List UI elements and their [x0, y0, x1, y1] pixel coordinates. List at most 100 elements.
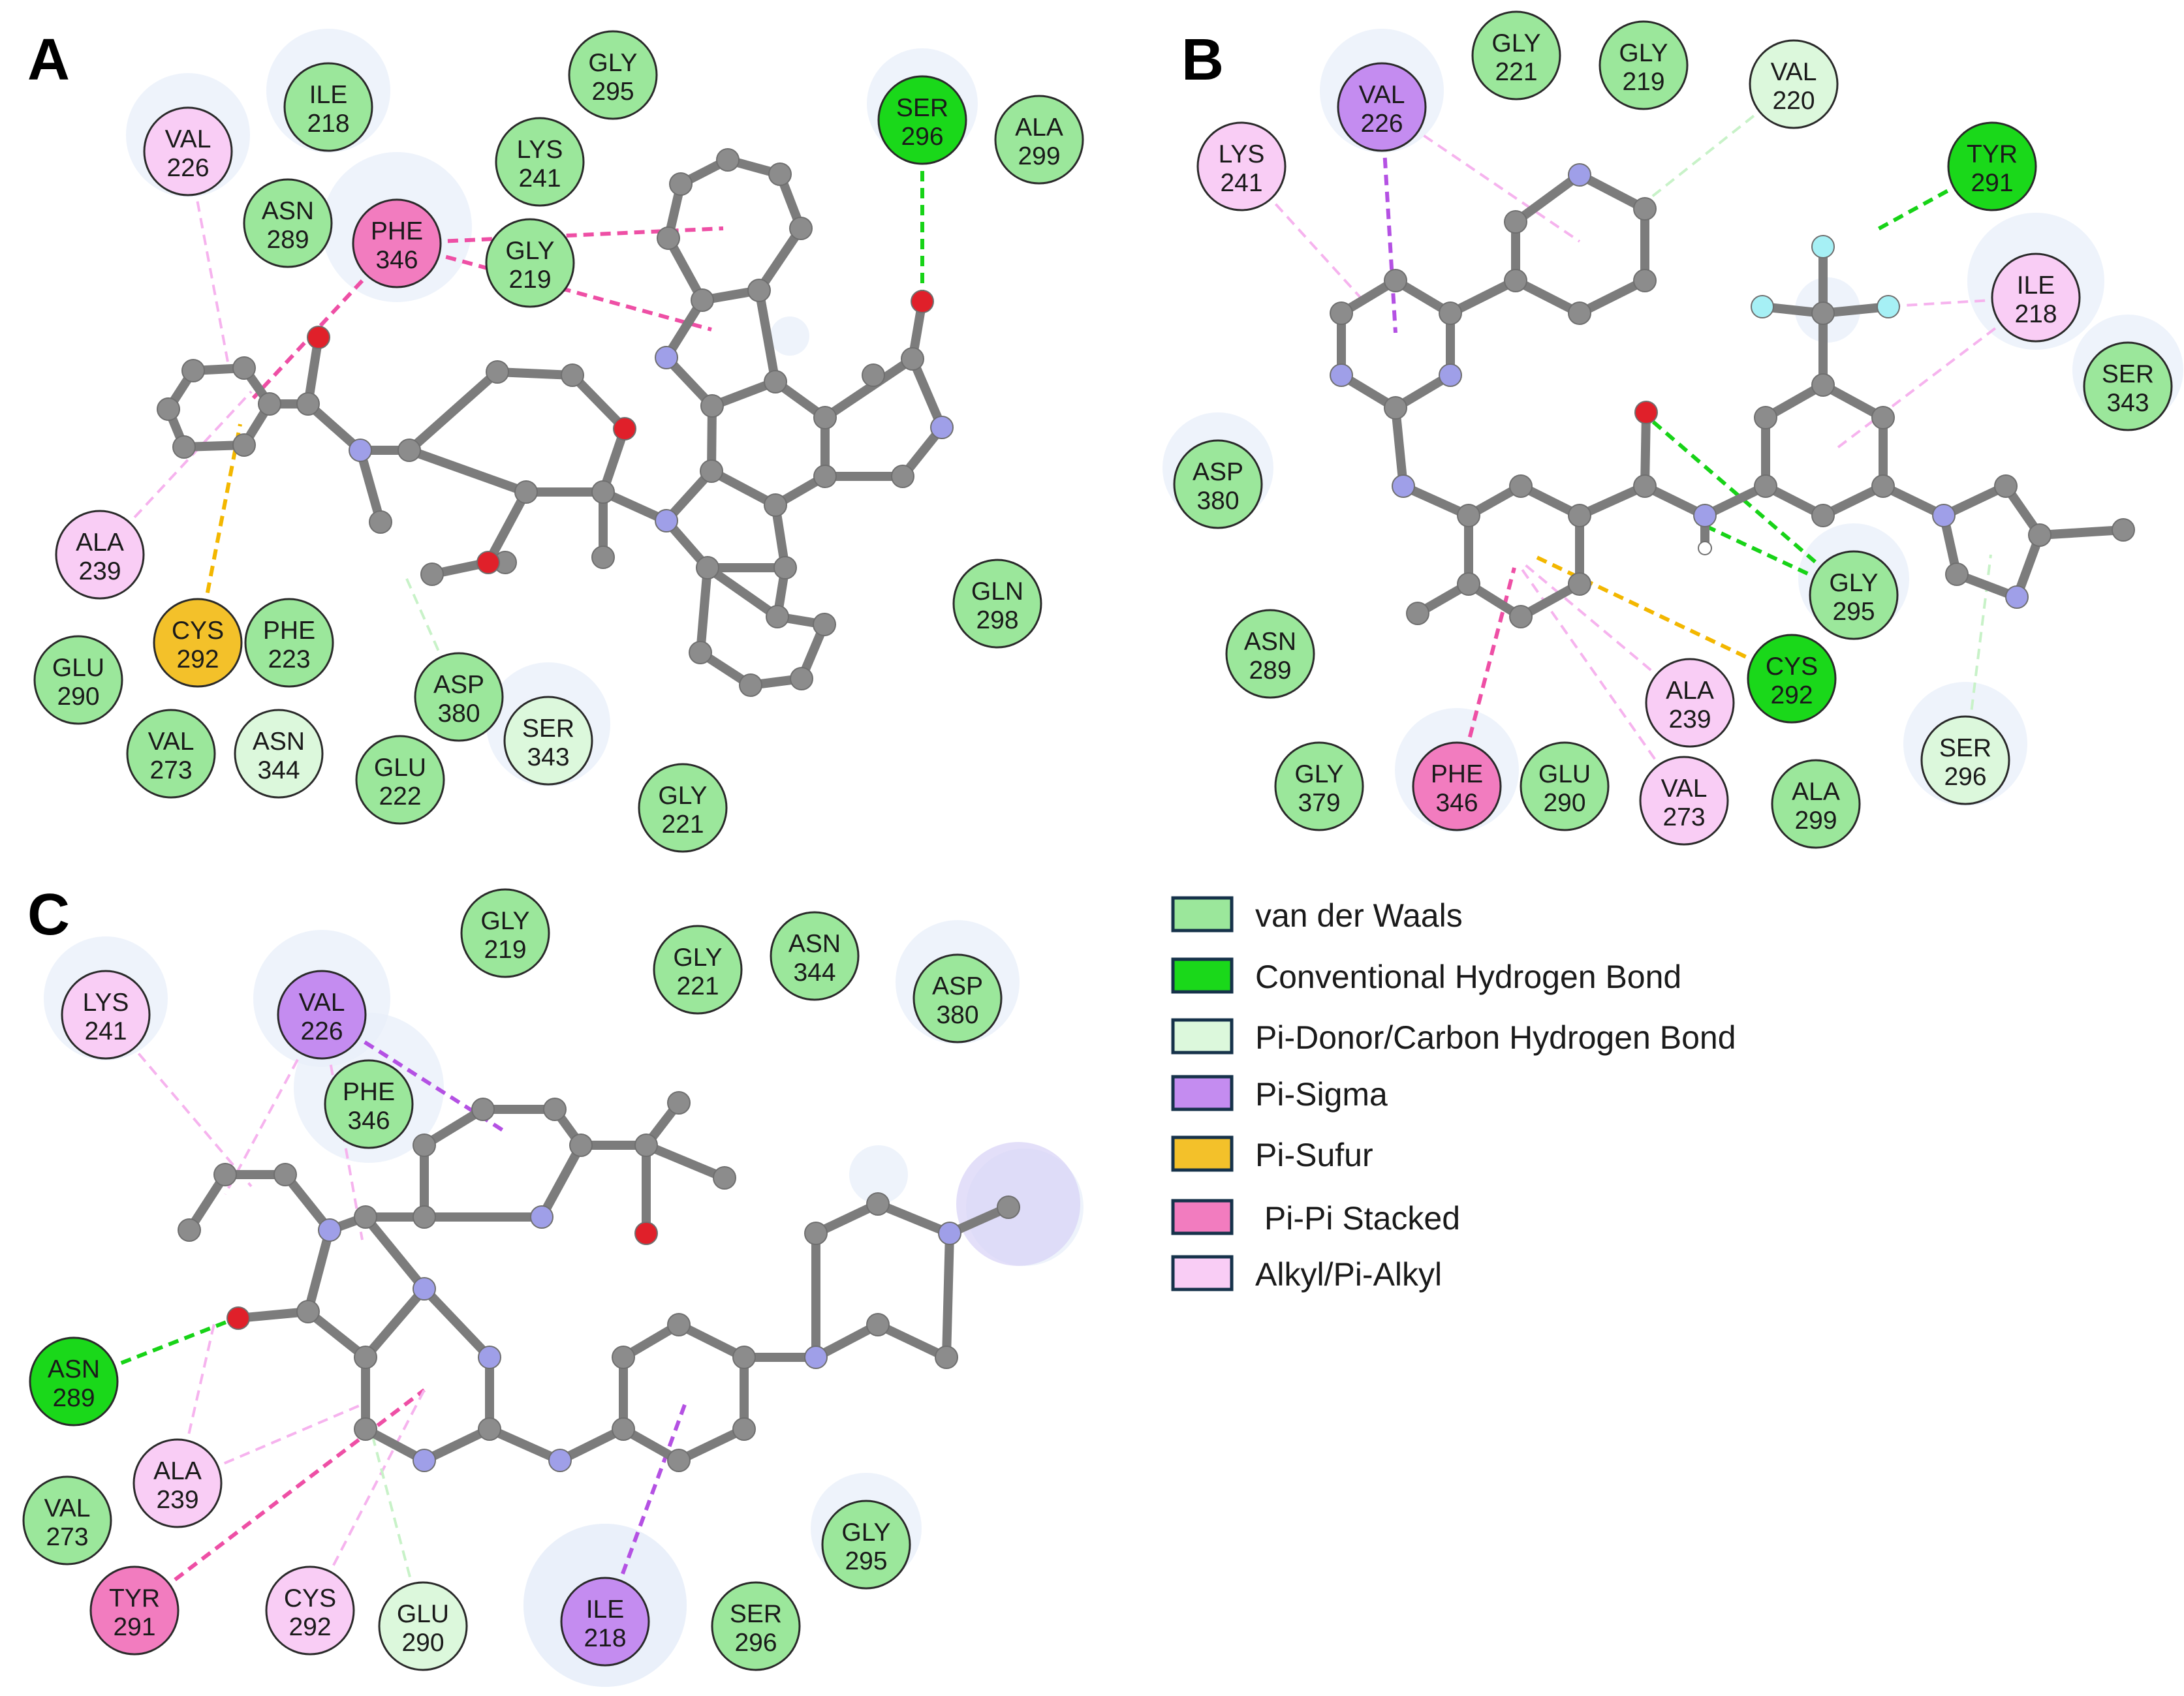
ligand-bond [674, 1425, 749, 1465]
ligand-bond [420, 1425, 494, 1465]
residue-disc [1225, 609, 1315, 699]
residue-name: ALA [76, 529, 124, 557]
ligand-atom [1384, 269, 1407, 292]
residue-number: 346 [1435, 789, 1478, 817]
residue-disc [638, 763, 728, 853]
ligand-atom [667, 1449, 691, 1472]
residue-name: VAL [1359, 81, 1405, 109]
ligand-atom [804, 1222, 828, 1245]
ligand-atom [866, 1313, 890, 1336]
ligand-atom [997, 1195, 1020, 1219]
ligand-atom [764, 370, 787, 393]
ligand-atom [1384, 396, 1407, 420]
residue-name: TYR [1967, 140, 2018, 168]
residue-disc [1747, 634, 1837, 724]
residue-disc [126, 709, 216, 799]
residue-number: 289 [266, 226, 309, 254]
residue-disc [1947, 121, 2037, 211]
ligand-atom [548, 1449, 572, 1472]
residue-name: TYR [109, 1584, 160, 1612]
residue-name: GLU [52, 654, 104, 682]
residue-number: 289 [52, 1384, 95, 1412]
ligand-atom [369, 510, 392, 534]
ligand-atom [1509, 605, 1533, 628]
legend-swatch-pi-sigma [1171, 1075, 1234, 1111]
ligand-bond [1399, 482, 1473, 520]
residue-name: GLU [374, 754, 426, 782]
ligand-atom [420, 563, 444, 586]
residue-number: 223 [268, 645, 310, 673]
residue-number: 219 [484, 936, 526, 964]
residue-disc [1771, 759, 1861, 849]
legend-label-pi-sulfur: Pi-Sufur [1255, 1137, 1373, 1173]
residue-name: SER [522, 715, 574, 743]
ligand-atom [901, 347, 924, 371]
ligand-bond [1446, 276, 1520, 318]
ligand-atom [258, 392, 281, 416]
residue-number: 226 [166, 154, 209, 182]
residue-number: 290 [401, 1629, 444, 1657]
ligand-atom [530, 1205, 554, 1229]
ligand-bond [537, 1141, 585, 1222]
ligand-bond [755, 286, 780, 386]
residue-number: 380 [936, 1001, 978, 1029]
ligand-atom [1693, 504, 1717, 527]
residue-disc [355, 735, 445, 825]
residue-disc [503, 696, 593, 786]
residue-disc [1274, 741, 1364, 831]
ligand-atom [514, 480, 538, 504]
residue-disc [1337, 62, 1427, 152]
ligand-atom [866, 1192, 890, 1216]
legend-swatch-conventional-hbond [1171, 957, 1234, 994]
ligand-atom [813, 465, 837, 488]
legend-swatch-carbon-hbond [1171, 1018, 1234, 1055]
residue-name: ASN [253, 728, 305, 756]
ligand-atom [655, 509, 678, 532]
residue-disc [244, 598, 334, 688]
residue-number: 273 [1662, 803, 1705, 831]
ligand-atom [1568, 301, 1591, 325]
residue-disc [265, 1565, 355, 1656]
residue-number: 344 [257, 756, 300, 784]
ligand-atom [612, 1346, 635, 1369]
residue-name: ASN [788, 930, 841, 958]
ligand-atom [561, 363, 584, 387]
ligand-atom [413, 1133, 436, 1157]
residue-name: ASN [48, 1355, 100, 1383]
ligand-atom [1751, 295, 1774, 318]
residue-number: 290 [57, 683, 99, 711]
ligand-atom [935, 1346, 958, 1369]
ligand-bond [873, 1199, 954, 1238]
interaction-line [1646, 414, 1855, 597]
interaction-line [72, 1316, 238, 1383]
residue-name: CYS [1766, 653, 1818, 681]
residue-name: LYS [1219, 140, 1265, 168]
ligand-bond [281, 1170, 334, 1235]
ligand-bond [755, 224, 805, 295]
residue-name: LYS [83, 989, 129, 1017]
residue-disc [568, 30, 658, 120]
ligand-bond [1575, 276, 1649, 318]
residue-name: SER [2102, 360, 2154, 388]
residue-disc [1471, 10, 1561, 100]
ligand-atom [700, 394, 724, 418]
residue-disc [952, 559, 1042, 649]
legend-label-conventional-hbond: Conventional Hydrogen Bond [1255, 959, 1681, 995]
ligand-atom [1568, 163, 1591, 187]
ligand-atom [413, 1277, 436, 1301]
residue-name: PHE [1431, 760, 1483, 788]
ligand-atom [349, 439, 372, 462]
ligand-bond [674, 1320, 749, 1362]
